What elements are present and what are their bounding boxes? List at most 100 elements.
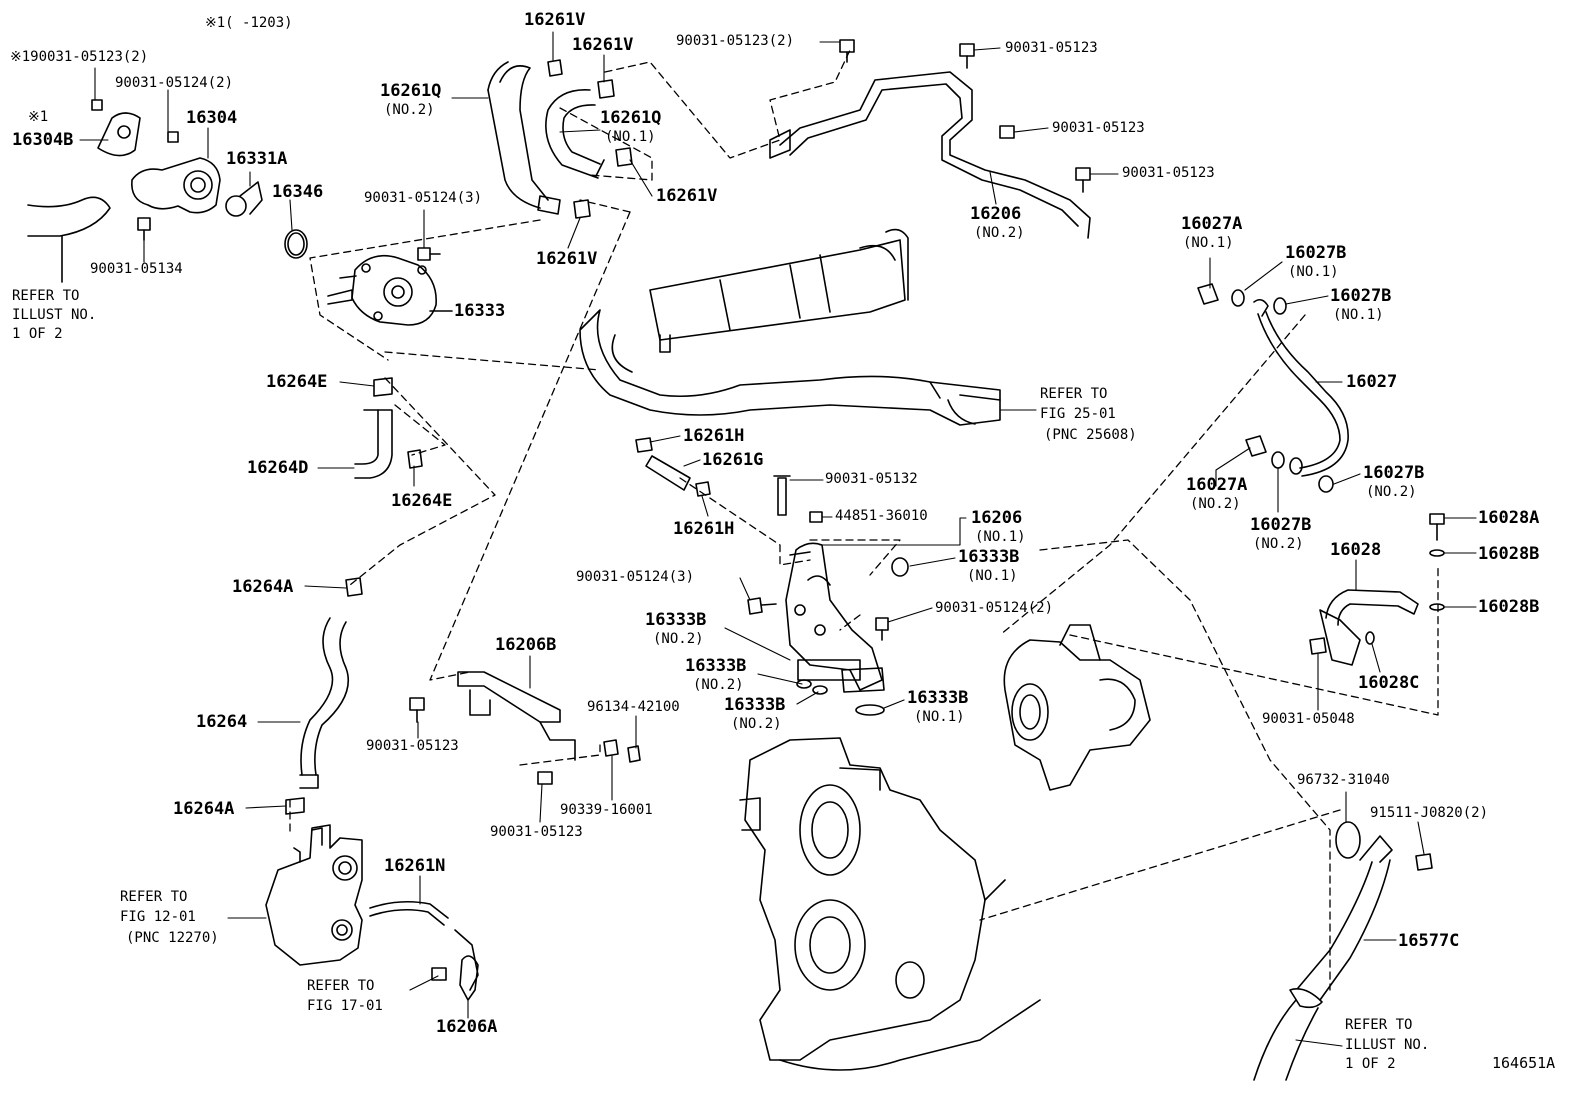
- part-number-label: 16333B: [907, 688, 969, 708]
- part-number-label: 16027B: [1285, 243, 1347, 263]
- hose-16261G: [635, 437, 711, 497]
- callout-label: 90031-05124(2): [115, 75, 234, 91]
- illustration-id: 164651A: [1492, 1054, 1556, 1072]
- callout-label: (NO.1): [975, 529, 1026, 545]
- part-number-label: 16261V: [572, 35, 634, 55]
- reference-note: (PNC 25608): [1044, 427, 1137, 443]
- part-number-label: 16333: [454, 301, 506, 321]
- part-number-label: 16261V: [524, 10, 586, 30]
- callout-label: 90031-05124(3): [364, 190, 483, 206]
- part-number-label: 16304B: [12, 130, 74, 150]
- callout-label: 90031-05132: [825, 471, 918, 487]
- part-number-label: 16028B: [1478, 544, 1540, 564]
- revision-note: ※1( -1203): [205, 15, 293, 31]
- tube-16577C: [1253, 821, 1433, 1081]
- reference-note: (PNC 12270): [126, 930, 219, 946]
- callout-label: 90031-05124(2): [935, 600, 1054, 616]
- callout-label: 90031-05048: [1262, 711, 1355, 727]
- reference-note: REFER TO: [307, 978, 375, 994]
- part-number-label: 16261H: [683, 426, 745, 446]
- dashed-leader-lines: [289, 49, 1439, 991]
- part-number-label: 16264E: [266, 372, 328, 392]
- pipe-16206-no2: [769, 39, 1091, 239]
- callout-label: 90031-05123: [1122, 165, 1215, 181]
- callout-label: 90031-05123: [1005, 40, 1098, 56]
- part-number-label: 16027A: [1181, 214, 1243, 234]
- callout-label: 91511-J0820(2): [1370, 805, 1489, 821]
- callout-label: 90031-05134: [90, 261, 183, 277]
- part-number-label: 16028C: [1358, 673, 1420, 693]
- part-number-label: 16028A: [1478, 508, 1540, 528]
- reference-note: REFER TO: [1040, 386, 1108, 402]
- part-number-label: 16261Q: [380, 81, 442, 101]
- part-number-label: 16206B: [495, 635, 557, 655]
- callout-label: ※190031-05123(2): [10, 49, 149, 65]
- callout-label: 90031-05124(3): [576, 569, 695, 585]
- reference-note: REFER TO: [120, 889, 188, 905]
- part-number-label: 16264E: [391, 491, 453, 511]
- part-number-label: 16333B: [685, 656, 747, 676]
- leader-lines: [79, 31, 1477, 1047]
- part-number-label: 16261N: [384, 856, 446, 876]
- reference-note: 1 OF 2: [12, 326, 63, 342]
- part-number-label: 16264A: [173, 799, 235, 819]
- part-number-label: 16264: [196, 712, 248, 732]
- callout-label: (NO.1): [914, 709, 965, 725]
- callout-label: 90031-05123: [366, 738, 459, 754]
- callout-label: (NO.2): [693, 677, 744, 693]
- callout-label: 96732-31040: [1297, 772, 1390, 788]
- callout-label: 90031-05123: [490, 824, 583, 840]
- part-number-label: 16333B: [645, 610, 707, 630]
- callout-label: (NO.2): [974, 225, 1025, 241]
- part-number-label: 16027A: [1186, 475, 1248, 495]
- part-number-label: 16027B: [1250, 515, 1312, 535]
- part-number-label: 16261V: [536, 249, 598, 269]
- callout-label: (NO.1): [1288, 264, 1339, 280]
- part-number-label: 16264D: [247, 458, 309, 478]
- callout-label: (NO.1): [1183, 235, 1234, 251]
- reference-note: REFER TO: [1345, 1017, 1413, 1033]
- callout-label: (NO.1): [605, 129, 656, 145]
- callout-label: (NO.2): [1253, 536, 1304, 552]
- hose-16264: [285, 577, 363, 815]
- part-number-label: 16264A: [232, 577, 294, 597]
- pipe-16206B: [409, 671, 641, 785]
- part-number-label: 16304: [186, 108, 238, 128]
- part-number-label: 16333B: [724, 695, 786, 715]
- engine-block: [739, 737, 1041, 1071]
- hose-16264D: [354, 377, 423, 479]
- callout-label: (NO.2): [384, 102, 435, 118]
- callout-label: 96134-42100: [587, 699, 680, 715]
- part-number-label: 16261V: [656, 186, 718, 206]
- pipe-16028: [1309, 513, 1445, 666]
- part-number-label: 16028: [1330, 540, 1382, 560]
- callout-label: 90339-16001: [560, 802, 653, 818]
- callout-label: ※1: [28, 109, 49, 125]
- water-outlet-housing: [265, 824, 479, 1001]
- callout-label: (NO.2): [653, 631, 704, 647]
- reference-note: FIG 12-01: [120, 909, 196, 925]
- reference-note: ILLUST NO.: [12, 307, 97, 323]
- part-number-label: 16206A: [436, 1017, 498, 1037]
- callout-label: (NO.2): [1190, 496, 1241, 512]
- part-number-label: 16261G: [702, 450, 764, 470]
- callout-label: 90031-05123(2): [676, 33, 795, 49]
- part-number-label: 16577C: [1398, 931, 1460, 951]
- egr-cooler: [579, 228, 1001, 426]
- reference-note: REFER TO: [12, 288, 80, 304]
- part-number-label: 16346: [272, 182, 324, 202]
- reference-note: FIG 17-01: [307, 998, 383, 1014]
- part-number-label: 16206: [971, 508, 1023, 528]
- part-number-label: 16261H: [673, 519, 735, 539]
- reference-note: ILLUST NO.: [1345, 1037, 1430, 1053]
- callout-label: 90031-05123: [1052, 120, 1145, 136]
- reference-note: FIG 25-01: [1040, 406, 1116, 422]
- pipe-16027: [1197, 283, 1349, 493]
- reference-note: 1 OF 2: [1345, 1056, 1396, 1072]
- water-pump: [327, 247, 453, 326]
- part-number-label: 16331A: [226, 149, 288, 169]
- water-inlet-group: [27, 99, 308, 283]
- part-number-label: 16028B: [1478, 597, 1540, 617]
